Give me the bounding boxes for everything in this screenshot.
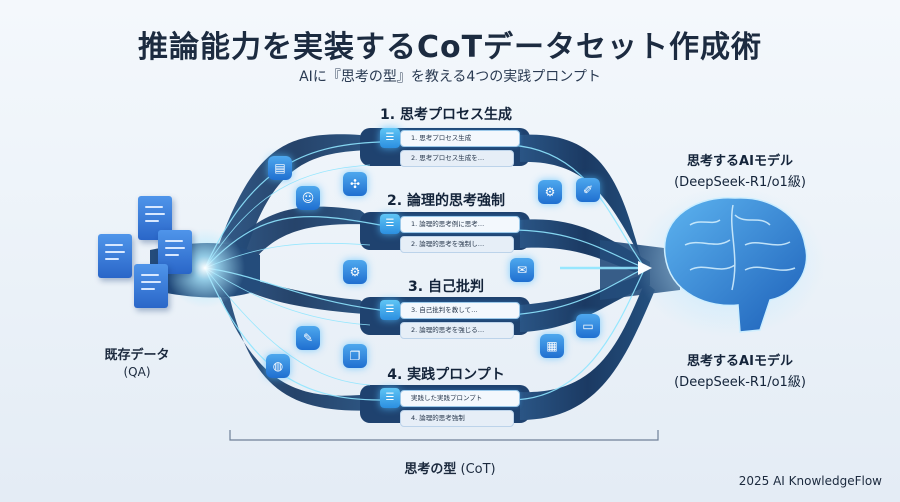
chat-icon: ▤ bbox=[268, 156, 292, 180]
model-label-top: 思考するAIモデル (DeepSeek-R1/o1級) bbox=[660, 150, 820, 190]
global-icon: ◍ bbox=[266, 354, 290, 378]
list-icon: ☰ bbox=[380, 300, 400, 320]
list-icon: ☰ bbox=[380, 214, 400, 234]
brand-footer: 2025 AI KnowledgeFlow bbox=[738, 474, 882, 488]
model-label-bottom: 思考するAIモデル (DeepSeek-R1/o1級) bbox=[660, 350, 820, 390]
page-subtitle: AIに『思考の型』を教える4つの実践プロンプト bbox=[299, 69, 601, 85]
model-top-sub: (DeepSeek-R1/o1級) bbox=[674, 175, 806, 190]
page-title: 推論能力を実装するCoTデータセット作成術 bbox=[137, 30, 763, 65]
step-3-card-2: 2. 論理的思考を強じる… bbox=[400, 322, 514, 339]
brain-icon bbox=[635, 187, 825, 337]
list-icon: ☰ bbox=[380, 388, 400, 408]
document-icon: ✐ bbox=[576, 178, 600, 202]
step-title-3: 3. 自己批判 bbox=[408, 279, 484, 295]
source-label-group: 既存データ (QA) bbox=[82, 344, 192, 379]
step-title-1: 1. 思考プロセス生成 bbox=[380, 107, 512, 123]
step-4-card-1: 実践した実践プロンプト bbox=[400, 390, 520, 407]
source-documents bbox=[98, 196, 218, 316]
chat-bubble-icon: ▭ bbox=[576, 314, 600, 338]
network-icon: ✣ bbox=[343, 172, 367, 196]
step-1-card-1: 1. 思考プロセス生成 bbox=[400, 130, 520, 147]
gear-icon: ⚙ bbox=[538, 180, 562, 204]
source-sub-label: (QA) bbox=[123, 365, 151, 379]
model-bottom-sub: (DeepSeek-R1/o1級) bbox=[674, 375, 806, 390]
edit-icon: ✎ bbox=[296, 326, 320, 350]
step-4-card-2: 4. 論理的思考強制 bbox=[400, 410, 514, 427]
step-title-4: 4. 実践プロンプト bbox=[387, 367, 505, 383]
step-2-card-1: 1. 論理的思考例に思考… bbox=[400, 216, 520, 233]
document-icon bbox=[98, 234, 132, 278]
source-label: 既存データ bbox=[104, 348, 170, 363]
message-icon: ✉ bbox=[510, 258, 534, 282]
step-1-card-2: 2. 思考プロセス生成を… bbox=[400, 150, 514, 167]
step-title-2: 2. 論理的思考強制 bbox=[387, 193, 505, 209]
step-3-card-1: 3. 自己批判を教して… bbox=[400, 302, 520, 319]
report-icon: ▦ bbox=[540, 334, 564, 358]
copy-icon: ❐ bbox=[343, 344, 367, 368]
bottom-label-rest: (CoT) bbox=[456, 462, 496, 477]
bottom-label-bold: 思考の型 bbox=[404, 462, 457, 477]
step-2-card-2: 2. 論理的思考を強制し… bbox=[400, 236, 514, 253]
model-top-title: 思考するAIモデル bbox=[687, 154, 793, 169]
bottom-bracket bbox=[229, 430, 659, 441]
list-icon: ☰ bbox=[380, 128, 400, 148]
model-bottom-title: 思考するAIモデル bbox=[687, 354, 793, 369]
document-icon bbox=[134, 264, 168, 308]
bottom-label: 思考の型 (CoT) bbox=[0, 458, 900, 477]
head-gear-icon: ☺ bbox=[296, 186, 320, 210]
settings-icon: ⚙ bbox=[343, 260, 367, 284]
